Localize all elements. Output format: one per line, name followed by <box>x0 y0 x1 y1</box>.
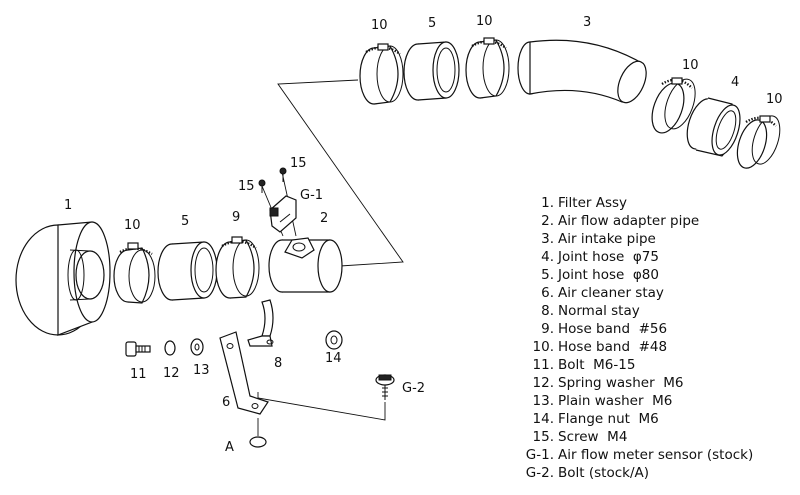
filter-assy <box>15 221 111 336</box>
hose-band-10-left <box>113 242 156 304</box>
part-name: Joint hose φ75 <box>558 249 659 265</box>
screw-15-a <box>279 167 287 182</box>
joint-hose-5-lower <box>157 241 218 301</box>
part-name: Bolt M6-15 <box>558 357 636 373</box>
hose-band-10-top-d <box>736 115 781 169</box>
parts-list-item: 12.Spring washer M6 <box>512 374 753 392</box>
parts-list-item: 15.Screw M4 <box>512 428 753 446</box>
parts-list-item: 9.Hose band #56 <box>512 320 753 338</box>
parts-list-item: G-2.Bolt (stock/A) <box>512 464 753 482</box>
callout-a: A <box>225 440 234 455</box>
callout-4: 4 <box>731 75 739 90</box>
part-number: G-2. <box>525 465 554 481</box>
callout-6: 6 <box>222 395 230 410</box>
part-name: Bolt (stock/A) <box>558 465 649 481</box>
air-intake-pipe <box>517 39 647 104</box>
callout-15: 15 <box>290 156 307 171</box>
part-number: 9. <box>541 321 554 337</box>
part-name: Joint hose φ80 <box>558 267 659 283</box>
parts-list-item: G-1.Air flow meter sensor (stock) <box>512 446 753 464</box>
part-number: 6. <box>541 285 554 301</box>
parts-list-item: 2.Air flow adapter pipe <box>512 212 753 230</box>
callout-8: 8 <box>274 356 282 371</box>
parts-list-item: 3.Air intake pipe <box>512 230 753 248</box>
mounting-point-a <box>249 436 267 448</box>
hose-band-10-top-a <box>359 43 404 105</box>
screw-15-b <box>258 179 266 193</box>
callout-10: 10 <box>766 92 783 107</box>
part-name: Hose band #56 <box>558 321 668 337</box>
callout-10: 10 <box>371 18 388 33</box>
callout-3: 3 <box>583 15 591 30</box>
part-number: 4. <box>541 249 554 265</box>
callout-10: 10 <box>476 14 493 29</box>
parts-list-item: 8.Normal stay <box>512 302 753 320</box>
callout-10: 10 <box>682 58 699 73</box>
part-name: Air intake pipe <box>558 231 656 247</box>
part-number: 8. <box>541 303 554 319</box>
part-name: Screw M4 <box>558 429 628 445</box>
callout-1: 1 <box>64 198 72 213</box>
part-number: 12. <box>532 375 554 391</box>
callout-5: 5 <box>181 214 189 229</box>
part-name: Plain washer M6 <box>558 393 673 409</box>
part-name: Flange nut M6 <box>558 411 659 427</box>
part-number: 14. <box>532 411 554 427</box>
callout-15: 15 <box>238 179 255 194</box>
part-name: Air cleaner stay <box>558 285 664 301</box>
spring-washer-12 <box>164 340 176 356</box>
callout-5: 5 <box>428 16 436 31</box>
hose-band-9 <box>215 236 260 299</box>
hose-band-10-top-b <box>465 37 510 99</box>
part-number: 15. <box>532 429 554 445</box>
part-name: Spring washer M6 <box>558 375 684 391</box>
part-number: 5. <box>541 267 554 283</box>
part-number: 13. <box>532 393 554 409</box>
flange-nut-14 <box>325 330 343 350</box>
part-name: Air flow meter sensor (stock) <box>558 447 754 463</box>
parts-list-item: 14.Flange nut M6 <box>512 410 753 428</box>
callout-14: 14 <box>325 351 342 366</box>
air-cleaner-stay <box>219 331 269 415</box>
joint-hose-4 <box>686 97 741 157</box>
parts-list-item: 6.Air cleaner stay <box>512 284 753 302</box>
part-number: 10. <box>532 339 554 355</box>
callout-g1: G-1 <box>300 188 323 203</box>
parts-list-item: 10.Hose band #48 <box>512 338 753 356</box>
callout-2: 2 <box>320 211 328 226</box>
bolt-11 <box>125 341 151 357</box>
callout-10: 10 <box>124 218 141 233</box>
part-number: 1. <box>541 195 554 211</box>
part-name: Air flow adapter pipe <box>558 213 700 229</box>
air-flow-meter-sensor <box>269 195 297 233</box>
parts-list-item: 5.Joint hose φ80 <box>512 266 753 284</box>
hose-band-10-top-c <box>651 77 696 134</box>
parts-list-item: 4.Joint hose φ75 <box>512 248 753 266</box>
part-name: Hose band #48 <box>558 339 668 355</box>
part-name: Normal stay <box>558 303 640 319</box>
callout-12: 12 <box>163 366 180 381</box>
parts-list-item: 13.Plain washer M6 <box>512 392 753 410</box>
parts-list-item: 11.Bolt M6-15 <box>512 356 753 374</box>
bolt-g2 <box>375 374 395 400</box>
part-number: G-1. <box>525 447 554 463</box>
plain-washer-13 <box>190 338 204 356</box>
callout-g2: G-2 <box>402 381 425 396</box>
callout-11: 11 <box>130 367 147 382</box>
air-flow-adapter-pipe <box>268 237 343 293</box>
normal-stay <box>247 299 274 347</box>
callout-9: 9 <box>232 210 240 225</box>
joint-hose-5-upper <box>403 41 460 101</box>
parts-list-item: 1.Filter Assy <box>512 194 753 212</box>
callout-13: 13 <box>193 363 210 378</box>
callout-labels: 1 10 5 9 2 15 15 G-1 10 5 10 3 10 4 10 8… <box>64 14 783 455</box>
part-name: Filter Assy <box>558 195 628 211</box>
part-number: 11. <box>532 357 554 373</box>
part-number: 2. <box>541 213 554 229</box>
part-number: 3. <box>541 231 554 247</box>
